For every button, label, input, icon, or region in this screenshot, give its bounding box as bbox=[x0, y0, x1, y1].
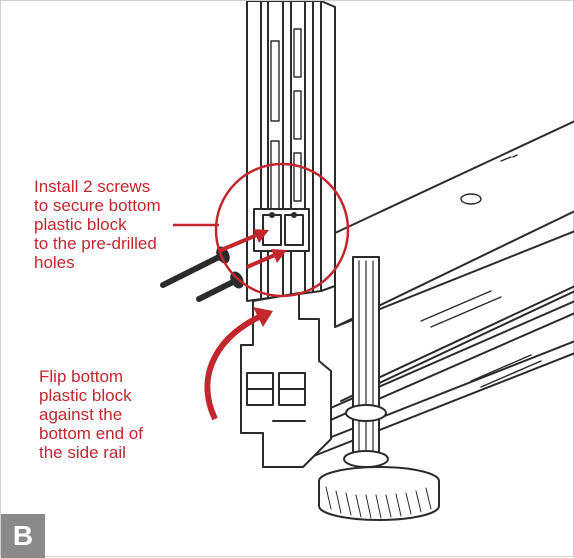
leveling-foot bbox=[318, 256, 440, 521]
step-badge: B bbox=[12, 520, 34, 551]
side-rail bbox=[246, 1, 336, 302]
flip-block-callout: Flip bottom plastic block against the bo… bbox=[39, 367, 143, 462]
straight-arrow-icon bbox=[218, 229, 269, 253]
bottom-plastic-block bbox=[240, 292, 332, 468]
straight-arrow-icon bbox=[246, 249, 287, 269]
base-frame bbox=[300, 120, 574, 462]
curved-arrow-icon bbox=[204, 307, 273, 421]
install-screws-callout: Install 2 screws to secure bottom plasti… bbox=[34, 177, 161, 272]
annotations bbox=[173, 162, 350, 421]
screw-icon bbox=[196, 271, 244, 302]
